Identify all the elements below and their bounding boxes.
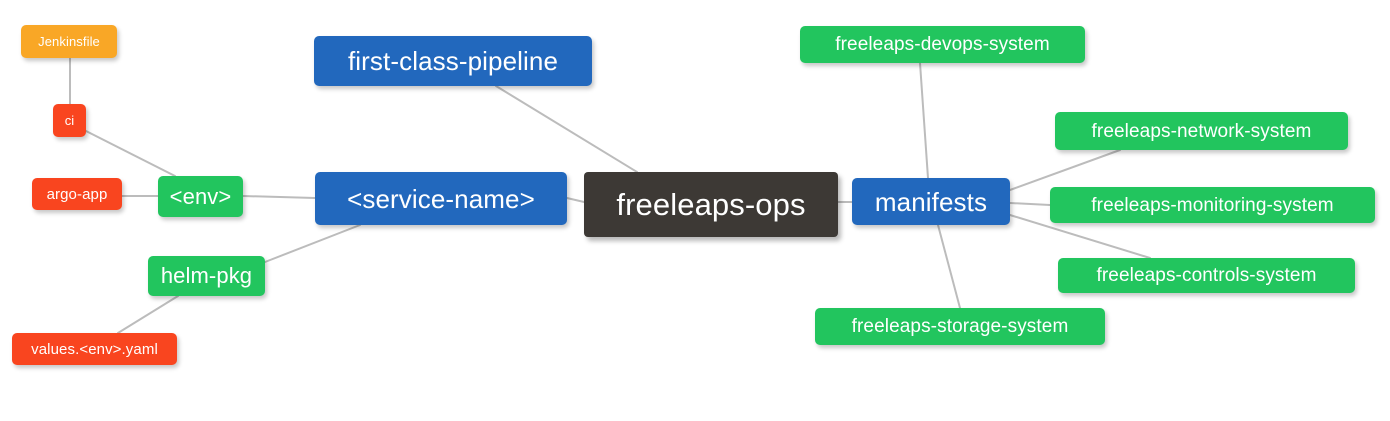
node-helm-pkg[interactable]: helm-pkg bbox=[148, 256, 265, 296]
node-values-yaml[interactable]: values.<env>.yaml bbox=[12, 333, 177, 365]
node-label: freeleaps-storage-system bbox=[851, 316, 1069, 337]
node-label: values.<env>.yaml bbox=[31, 340, 158, 358]
node-label: freeleaps-ops bbox=[616, 187, 806, 222]
node-label: freeleaps-monitoring-system bbox=[1091, 194, 1334, 216]
node-storage[interactable]: freeleaps-storage-system bbox=[815, 308, 1105, 345]
edge-manifests-to-storage bbox=[937, 224, 961, 309]
edge-manifests-to-monitoring bbox=[1009, 202, 1051, 206]
edge-ci-to-env bbox=[85, 130, 176, 177]
edge-helm-pkg-to-values-yaml bbox=[117, 295, 179, 334]
node-pipeline[interactable]: first-class-pipeline bbox=[314, 36, 592, 86]
node-label: freeleaps-controls-system bbox=[1096, 265, 1317, 286]
edge-service-name-to-freeleaps-ops bbox=[566, 197, 585, 203]
node-network[interactable]: freeleaps-network-system bbox=[1055, 112, 1348, 150]
node-env[interactable]: <env> bbox=[158, 176, 243, 217]
node-devops[interactable]: freeleaps-devops-system bbox=[800, 26, 1085, 63]
edge-manifests-to-devops bbox=[919, 62, 929, 179]
node-label: first-class-pipeline bbox=[347, 46, 559, 76]
node-label: helm-pkg bbox=[160, 263, 253, 288]
node-label: freeleaps-network-system bbox=[1091, 120, 1312, 142]
node-label: Jenkinsfile bbox=[38, 34, 100, 49]
node-argo-app[interactable]: argo-app bbox=[32, 178, 122, 210]
edge-pipeline-to-freeleaps-ops bbox=[495, 85, 638, 173]
node-service-name[interactable]: <service-name> bbox=[315, 172, 567, 225]
edge-service-name-to-helm-pkg bbox=[264, 224, 361, 263]
edge-env-to-service-name bbox=[242, 195, 316, 199]
edge-manifests-to-network bbox=[1009, 149, 1121, 191]
node-freeleaps-ops[interactable]: freeleaps-ops bbox=[584, 172, 838, 237]
node-monitoring[interactable]: freeleaps-monitoring-system bbox=[1050, 187, 1375, 223]
node-ci[interactable]: ci bbox=[53, 104, 86, 137]
node-label: argo-app bbox=[46, 185, 108, 203]
node-label: <service-name> bbox=[347, 183, 535, 214]
node-manifests[interactable]: manifests bbox=[852, 178, 1010, 225]
node-label: manifests bbox=[874, 186, 988, 217]
node-label: <env> bbox=[169, 183, 232, 209]
node-jenkinsfile[interactable]: Jenkinsfile bbox=[21, 25, 117, 58]
node-label: freeleaps-devops-system bbox=[835, 34, 1050, 55]
node-controls[interactable]: freeleaps-controls-system bbox=[1058, 258, 1355, 293]
node-label: ci bbox=[64, 113, 75, 128]
